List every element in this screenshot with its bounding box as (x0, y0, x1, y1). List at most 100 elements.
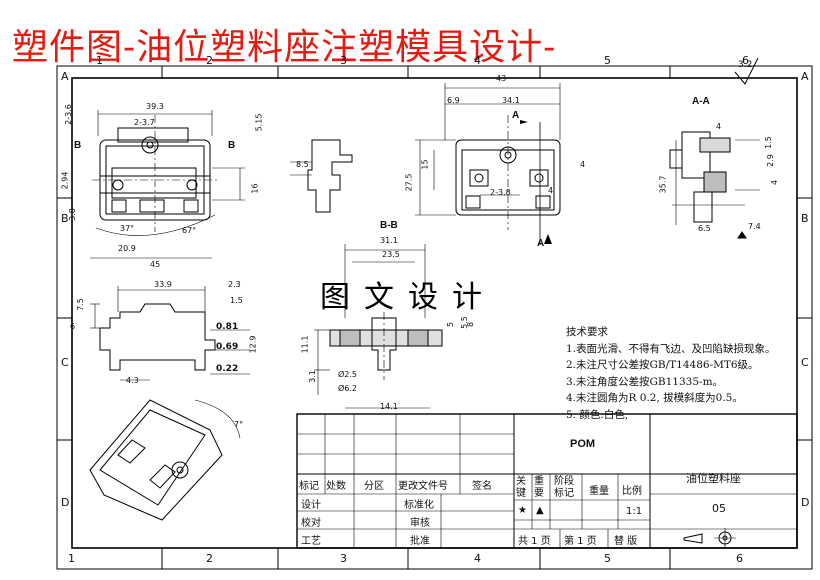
dim-aa-5: 6.5 (698, 224, 711, 233)
dim-detail-7: Ø6.2 (338, 384, 358, 393)
title-block-grid (296, 413, 798, 549)
tech-note-item: 3.未注角度公差按GB11335-m。 (566, 375, 724, 388)
tb-part-name: 油位塑料座 (686, 472, 741, 485)
dim-aa-6: 7.4 (748, 222, 761, 231)
dim-detail-8: 14.1 (380, 402, 398, 411)
tech-notes: 技术要求 1.表面光滑、不得有飞边、及凹陷缺损现象。 2.未注尺寸公差按GB/T… (566, 324, 776, 423)
tb-symbol-star: ★ (518, 505, 527, 516)
zone-col-5-bottom: 5 (604, 552, 611, 565)
dim-top-5: 2.94 (60, 171, 70, 190)
section-label-aa: A-A (692, 96, 710, 107)
zone-col-2-top: 2 (206, 54, 213, 67)
section-aa (669, 131, 760, 239)
zone-col-6-bottom: 6 (736, 552, 743, 565)
tb-drawing-no: 05 (712, 502, 726, 515)
dim-right-6: 15 (420, 159, 430, 170)
dim-aa-1: 4 (716, 122, 722, 131)
zone-ticks (57, 66, 812, 569)
zone-row-a-left: A (61, 70, 69, 83)
dim-front-8: 12.9 (248, 335, 258, 354)
dim-top-1: 39.3 (146, 102, 164, 111)
dim-iso-1: 7° (234, 420, 244, 429)
tech-note-item: 4.未注圆角为R 0.2, 拔模斜度为0.5。 (566, 392, 743, 404)
dim-detail-6: Ø2.5 (338, 370, 358, 379)
dim-top-10: 67° (182, 226, 197, 235)
outer-border (56, 65, 813, 570)
tb-header-stage-mark: 阶段标记 (554, 476, 574, 499)
zone-row-d-left: D (61, 496, 70, 509)
dim-bb-2: 23.5 (382, 250, 400, 259)
dim-right-4: 4 (580, 160, 586, 169)
tb-header-zone: 分区 (364, 481, 384, 492)
tb-sheets-total: 共 1 页 (518, 536, 551, 547)
tb-symbol-triangle: ▲ (536, 505, 544, 516)
projection-symbol (683, 528, 736, 548)
zone-row-b-right: B (801, 212, 809, 225)
tb-role-approve: 批准 (410, 536, 430, 547)
dim-top-6: 3.8 (67, 208, 77, 221)
dim-front-5: 0.81 (216, 322, 239, 332)
cut-label-b-right: B (228, 140, 236, 151)
dim-detail-5: 3.1 (307, 370, 317, 383)
side-view (290, 139, 353, 213)
dim-aa-4: 35.7 (658, 175, 668, 194)
center-title: 图文设计 (320, 280, 496, 315)
roughness-value: 3.2 (738, 60, 753, 70)
zone-row-c-right: C (801, 356, 809, 369)
dim-detail-3: 8 (466, 321, 476, 328)
dim-side-1: 8.5 (296, 160, 309, 169)
right-view (415, 83, 561, 245)
dim-right-2: 6.9 (447, 96, 460, 105)
tb-role-design: 设计 (301, 500, 321, 511)
dim-right-1: 43 (496, 74, 507, 83)
zone-col-4-bottom: 4 (474, 552, 481, 565)
dim-top-11: 45 (150, 260, 161, 269)
tb-header-weight: 重量 (589, 486, 609, 497)
tb-header-count: 处数 (326, 481, 346, 492)
tb-scale: 1:1 (626, 506, 643, 517)
tb-header-scale: 比例 (622, 486, 642, 497)
tb-material: POM (570, 438, 596, 450)
dim-bb-1: 31.1 (380, 236, 398, 245)
tb-sheet-no: 第 1 页 (564, 536, 597, 547)
tech-notes-heading: 技术要求 (566, 326, 608, 338)
tech-note-item: 1.表面光滑、不得有飞边、及凹陷缺损现象。 (566, 342, 776, 355)
dim-top-7: 16 (250, 183, 260, 194)
section-arrows (520, 120, 552, 244)
front-view (90, 286, 250, 381)
dim-front-2: 2.3 (228, 280, 241, 289)
cut-label-a-bottom: A (537, 238, 545, 249)
tb-version-label: 替 版 (614, 536, 638, 547)
dim-front-7: 0.22 (216, 364, 239, 374)
cut-label-b-left: B (74, 140, 82, 151)
tb-header-important: 重要 (534, 476, 544, 499)
dim-top-4: 5.15 (254, 113, 264, 132)
dim-front-1: 33.9 (154, 280, 172, 289)
zone-col-3-bottom: 3 (340, 552, 347, 565)
dim-front-3: 1.5 (230, 296, 243, 305)
zone-col-2-bottom: 2 (206, 552, 213, 565)
dim-front-6: 0.69 (216, 342, 239, 352)
roughness-symbol (734, 57, 759, 85)
tech-note-item: 5. 颜色:白色; (566, 408, 629, 421)
dim-front-10: 6 (70, 322, 76, 331)
tb-header-key: 关键 (516, 476, 526, 499)
zone-row-d-right: D (801, 496, 810, 509)
dim-top-9: 37° (120, 224, 135, 233)
tb-header-signature: 签名 (472, 481, 492, 492)
tb-role-proofread: 校对 (301, 518, 321, 529)
section-detail (314, 244, 443, 409)
tb-header-mark: 标记 (299, 481, 319, 492)
tb-role-review: 审核 (410, 518, 430, 529)
zone-col-1-top: 1 (96, 54, 103, 67)
tech-note-item: 2.未注尺寸公差按GB/T14486-MT6级。 (566, 359, 759, 371)
zone-col-6-top: 6 (742, 54, 749, 67)
dim-front-4: 7.5 (75, 298, 85, 311)
top-view (90, 110, 245, 259)
tb-header-change-doc: 更改文件号 (398, 481, 448, 492)
dim-right-5: 27.5 (404, 173, 414, 192)
dim-right-8: 4 (548, 186, 554, 195)
dim-right-7: 2-3.8 (490, 188, 511, 197)
tb-role-process: 工艺 (301, 536, 321, 547)
